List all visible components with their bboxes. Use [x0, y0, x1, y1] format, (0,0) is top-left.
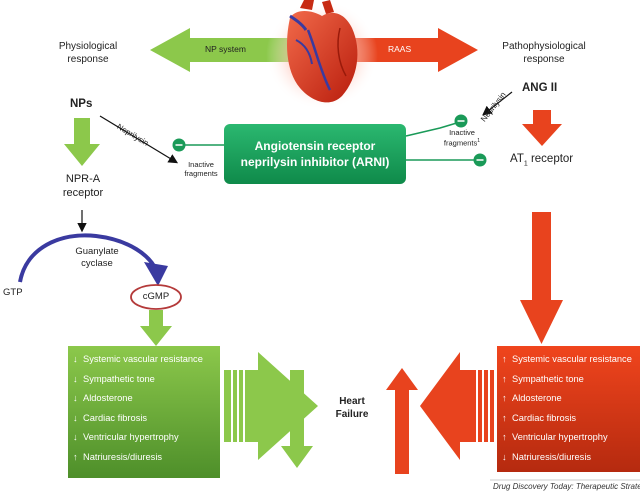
- down-arrow-icon: ↓: [73, 354, 78, 364]
- effect-item: ↑ Cardiac fibrosis: [502, 409, 632, 429]
- effect-text: Cardiac fibrosis: [512, 412, 577, 423]
- at1-suffix: receptor: [527, 153, 574, 165]
- effect-item: ↑ Ventricular hypertrophy: [502, 428, 632, 448]
- green-big-arrow: [224, 352, 318, 460]
- down-arrow-icon: ↓: [73, 432, 78, 442]
- effect-text: Systemic vascular resistance: [83, 354, 203, 364]
- green-down-arrow: [281, 370, 313, 468]
- cgmp-ellipse: [130, 284, 182, 310]
- effect-text: Systemic vascular resistance: [512, 354, 632, 364]
- left-effects-list: ↓ Systemic vascular resistance ↓ Sympatheti…: [73, 350, 203, 467]
- up-arrow-icon: ↑: [73, 451, 78, 462]
- at1-sub: 1: [523, 160, 528, 168]
- up-arrow-icon: ↑: [502, 373, 507, 384]
- effect-text: Aldosterone: [83, 393, 133, 403]
- inactive-fragments-right-sup: 1: [477, 138, 481, 144]
- at1-receptor-label: AT1 receptor: [510, 153, 573, 167]
- inactive-fragments-left-label: Inactive fragments: [184, 160, 218, 178]
- raas-arrow: [352, 28, 478, 72]
- effect-item: ↓ Systemic vascular resistance: [73, 350, 203, 370]
- inactive-fragments-right-text: Inactive fragments: [443, 128, 478, 148]
- ang2-down-arrow: [522, 110, 562, 146]
- guanylate-cyclase-label: Guanylate cyclase: [75, 246, 119, 269]
- at1-prefix: AT: [510, 153, 524, 165]
- effect-text: Ventricular hypertrophy: [83, 432, 179, 442]
- red-big-arrow: [420, 352, 494, 460]
- arni-box: Angiotensin receptor neprilysin inhibito…: [224, 124, 406, 184]
- effect-item: ↓ Cardiac fibrosis: [73, 409, 203, 429]
- effect-text: Natriuresis/diuresis: [83, 451, 163, 462]
- effect-text: Sympathetic tone: [83, 373, 155, 384]
- cgmp-label: cGMP: [142, 291, 170, 302]
- gtp-label: GTP: [3, 287, 23, 298]
- nps-down-arrow: [64, 118, 100, 166]
- up-arrow-icon: ↑: [502, 354, 507, 364]
- guanylate-curve: [18, 233, 158, 283]
- down-arrow-icon: ↓: [73, 373, 78, 384]
- effect-item: ↓ Aldosterone: [73, 389, 203, 409]
- up-arrow-icon: ↑: [502, 412, 507, 423]
- right-effects-list: ↑ Systemic vascular resistance ↑ Sympatheti…: [502, 350, 632, 467]
- effect-text: Aldosterone: [512, 393, 562, 403]
- neprilysin-right-arrow: [482, 91, 513, 116]
- down-arrow-icon: ↓: [73, 393, 78, 403]
- at1-down-arrow: [520, 212, 563, 344]
- pathophysiological-response-label: Pathophysiological response: [502, 41, 586, 65]
- down-arrow-icon: ↓: [502, 451, 507, 462]
- effect-item: ↓ Sympathetic tone: [73, 370, 203, 390]
- ang2-label: ANG II: [522, 82, 558, 94]
- heart-failure-label: Heart Failure: [335, 396, 369, 420]
- raas-label: RAAS: [388, 44, 412, 54]
- effect-item: ↑ Natriuresis/diuresis: [73, 448, 203, 468]
- up-arrow-icon: ↑: [502, 432, 507, 442]
- effect-item: ↓ Ventricular hypertrophy: [73, 428, 203, 448]
- effect-item: ↑ Sympathetic tone: [502, 370, 632, 390]
- left-effects-box: [68, 346, 220, 478]
- nps-label: NPs: [70, 98, 93, 110]
- npr-a-receptor-label: NPR-A receptor: [62, 173, 104, 199]
- credit-label: Drug Discovery Today: Therapeutic Strate…: [493, 482, 640, 491]
- effect-text: Natriuresis/diuresis: [512, 451, 592, 462]
- red-up-arrow: [386, 368, 418, 474]
- arni-inhibit-top-line: [405, 121, 461, 137]
- effect-text: Sympathetic tone: [512, 373, 584, 384]
- np-system-arrow: [150, 28, 296, 72]
- np-system-label: NP system: [205, 44, 246, 54]
- guanylate-arrowhead: [144, 262, 168, 286]
- cgmp-down-arrow: [140, 310, 172, 346]
- up-arrow-icon: ↑: [502, 393, 507, 403]
- effect-item: ↓ Natriuresis/diuresis: [502, 448, 632, 468]
- physiological-response-label: Physiological response: [58, 41, 118, 65]
- neprilysin-left-arrow: [99, 115, 179, 164]
- heart-illustration: [266, 0, 378, 110]
- inactive-fragments-right-label: Inactive fragments1: [434, 128, 490, 148]
- effect-item: ↑ Systemic vascular resistance: [502, 350, 632, 370]
- effect-text: Cardiac fibrosis: [83, 412, 148, 423]
- effect-item: ↑ Aldosterone: [502, 389, 632, 409]
- down-arrow-icon: ↓: [73, 412, 78, 423]
- right-effects-box: [497, 346, 640, 472]
- arni-label: Angiotensin receptor neprilysin inhibito…: [240, 139, 390, 169]
- effect-text: Ventricular hypertrophy: [512, 432, 608, 442]
